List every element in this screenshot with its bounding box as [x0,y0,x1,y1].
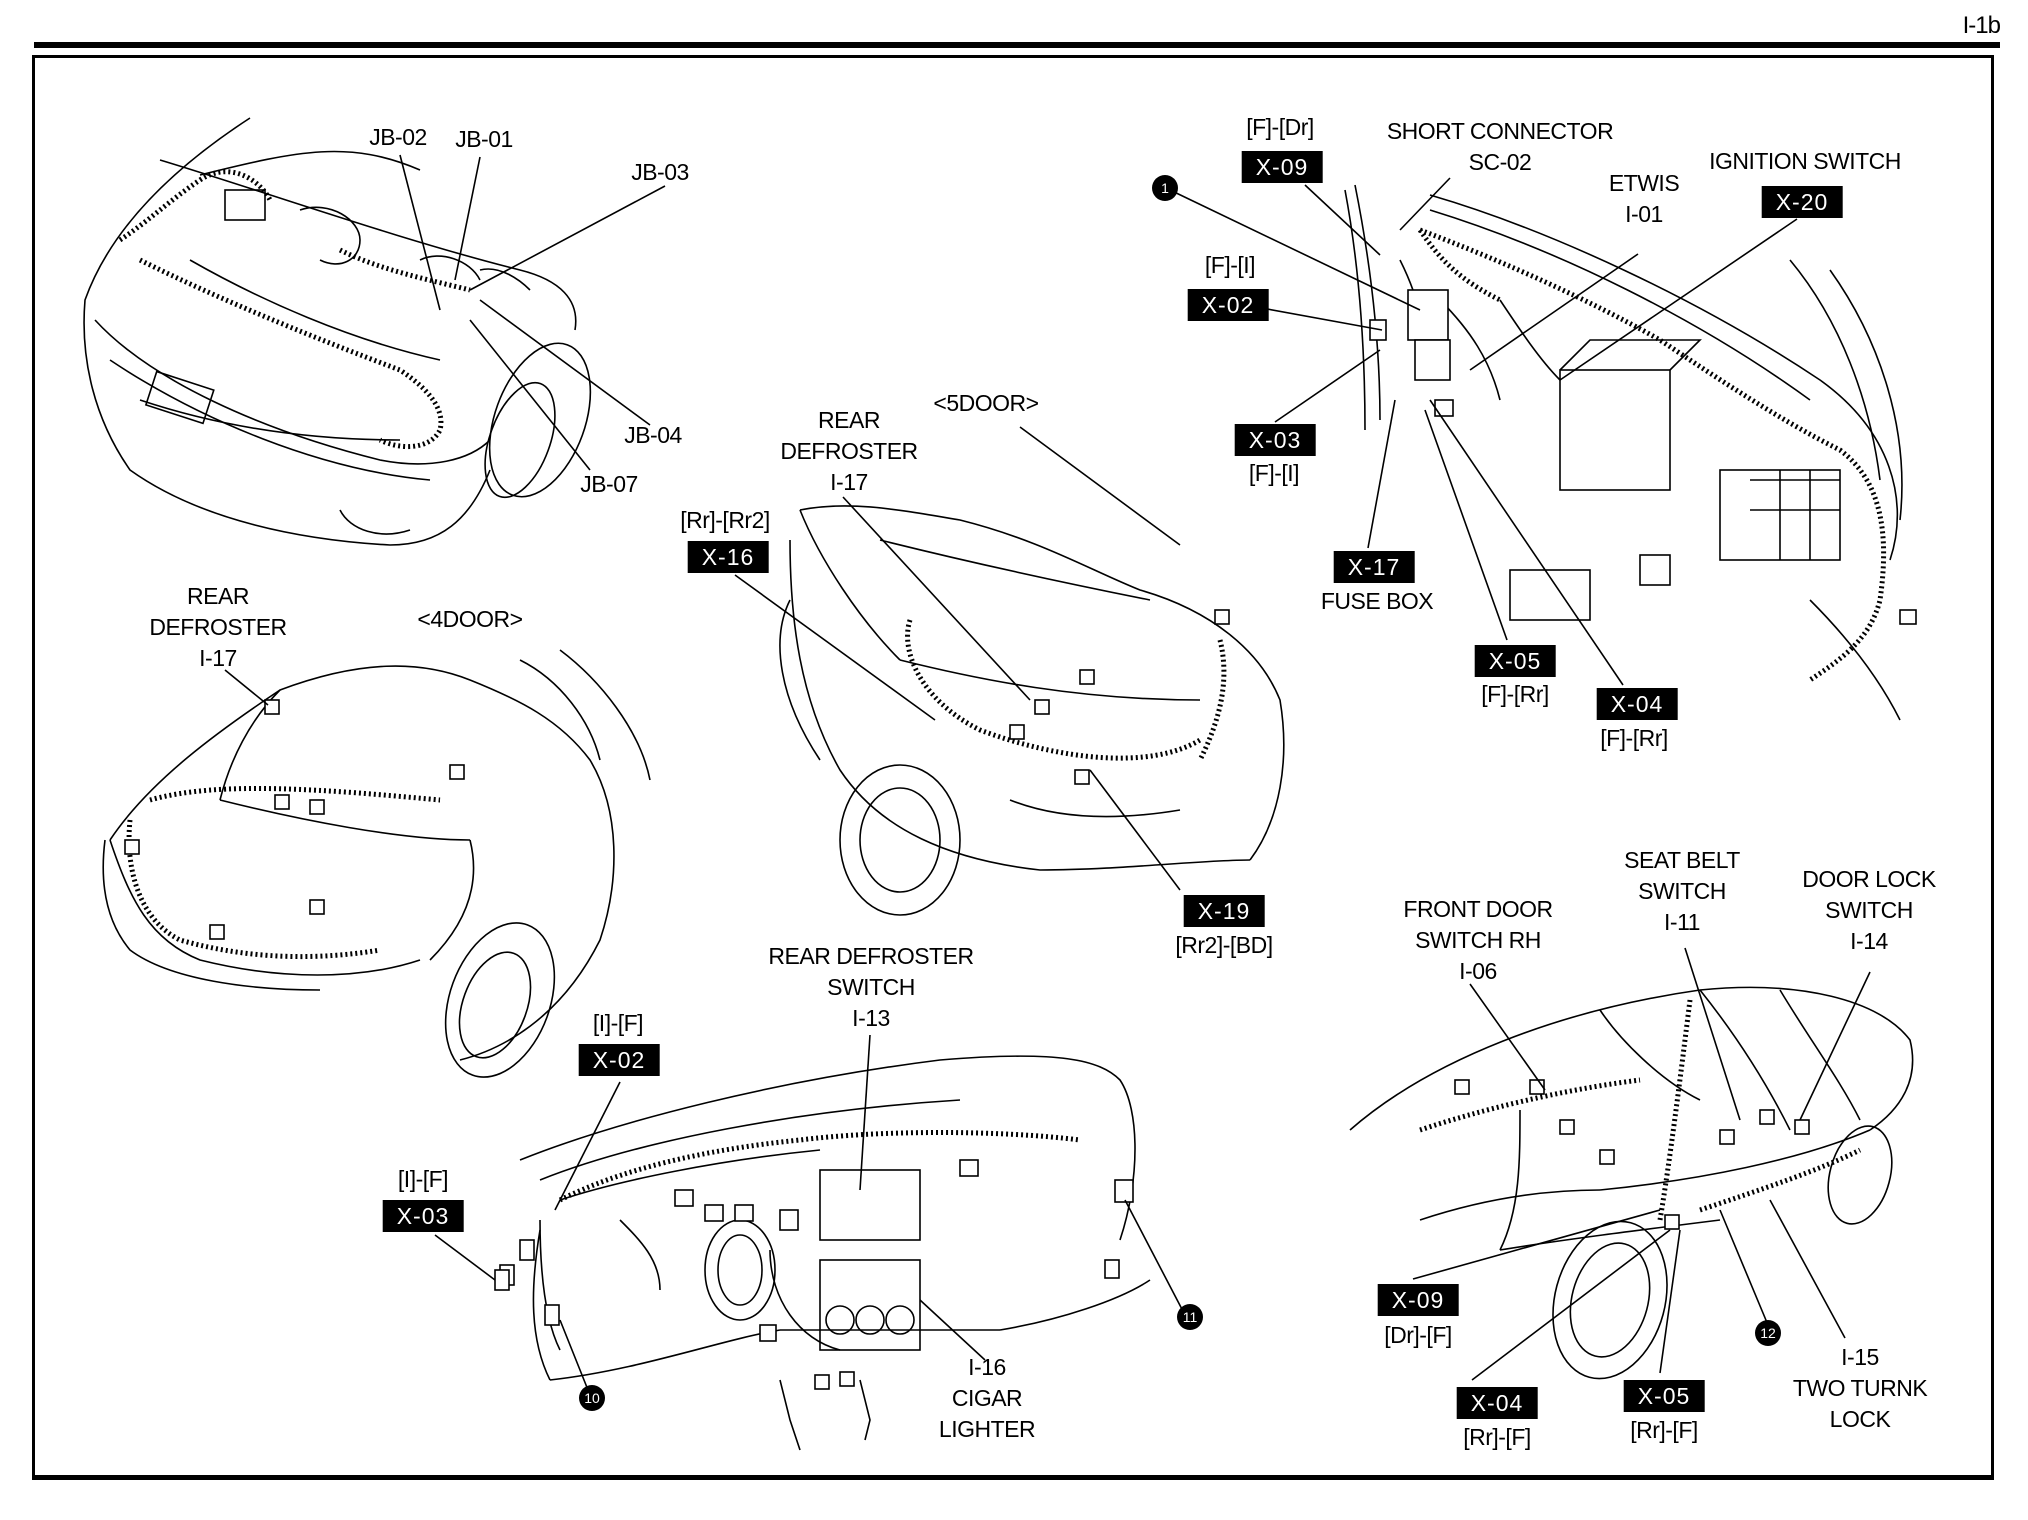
x02-badge-dash: X-02 [578,1044,660,1076]
rear-defroster-switch-label: REAR DEFROSTER SWITCH I-13 [768,941,974,1034]
x04-route-interior: [F]-[Rr] [1600,725,1668,751]
ground-marker-11: 11 [1177,1304,1203,1330]
rear-defroster-code: I-17 [830,469,868,495]
cigar-lighter-code: I-16 [968,1354,1006,1380]
rear-defroster-line1: REAR [818,407,880,433]
short-connector-code: SC-02 [1468,149,1532,175]
rear-defroster-label-5door: REAR DEFROSTER I-17 [780,405,918,498]
x04-route-body: [Rr]-[F] [1463,1424,1531,1450]
rear-defroster-line1: REAR [187,583,249,609]
short-connector-label: SHORT CONNECTOR SC-02 [1386,116,1614,178]
x09-badge-body: X-09 [1377,1284,1459,1316]
seat-belt-switch-line2: SWITCH [1638,878,1726,904]
seat-belt-switch-code: I-11 [1664,909,1700,935]
x20-badge: X-20 [1761,186,1843,218]
two-turn-lock-line2: LOCK [1829,1406,1891,1432]
two-turn-lock-code: I-15 [1841,1344,1879,1370]
four-door-rear-drawing [102,649,651,1078]
x19-route: [Rr2]-[BD] [1175,932,1273,958]
door-lock-switch-label: DOOR LOCK SWITCH I-14 [1802,864,1936,957]
etwis-label: ETWIS I-01 [1608,168,1680,230]
front-door-switch-label: FRONT DOOR SWITCH RH I-06 [1403,894,1553,987]
door-lock-switch-line1: DOOR LOCK [1802,866,1936,892]
cigar-lighter-label: I-16 CIGAR LIGHTER [938,1352,1036,1445]
five-door-view-label: <5DOOR> [933,390,1039,416]
etwis-code: I-01 [1625,201,1663,227]
header-rule [34,42,2000,48]
ground-marker-12: 12 [1755,1320,1781,1346]
seat-belt-switch-line1: SEAT BELT [1624,847,1740,873]
five-door-rear-drawing [779,505,1285,916]
engine-bay-drawing [83,117,592,546]
interior-harness-drawing [1344,184,1917,721]
x03-route-dash: [I]-[F] [397,1166,449,1192]
x09-route-interior: [F]-[Dr] [1246,114,1314,140]
two-turn-lock-line1: TWO TURNK [1792,1375,1928,1401]
x09-route-body: [Dr]-[F] [1384,1322,1452,1348]
ground-marker-10: 10 [579,1385,605,1411]
callout-lines [224,154,1871,1396]
x02-route-dash: [I]-[F] [592,1010,644,1036]
door-lock-switch-line2: SWITCH [1825,897,1913,923]
rear-defroster-code: I-17 [199,645,237,671]
x03-badge-interior: X-03 [1234,424,1316,456]
x02-route-interior: [F]-[I] [1204,252,1256,278]
x05-badge-body: X-05 [1623,1380,1705,1412]
x02-badge-interior: X-02 [1187,289,1269,321]
four-door-view-label: <4DOOR> [417,606,523,632]
rear-defroster-line2: DEFROSTER [149,614,287,640]
x16-route: [Rr]-[Rr2] [680,507,770,533]
fuse-box-label: FUSE BOX [1320,588,1434,614]
ground-marker-1: 1 [1152,175,1178,201]
x05-badge-interior: X-05 [1474,645,1556,677]
x17-badge: X-17 [1333,551,1415,583]
x05-route-body: [Rr]-[F] [1630,1417,1698,1443]
x16-badge: X-16 [687,541,769,573]
x03-badge-dash: X-03 [382,1200,464,1232]
cigar-lighter-line1: CIGAR [951,1385,1023,1411]
cigar-lighter-line2: LIGHTER [938,1416,1036,1442]
x19-badge: X-19 [1183,895,1265,927]
jb-07-label: JB-07 [580,471,638,497]
rear-defroster-switch-line2: SWITCH [827,974,915,1000]
jb-04-label: JB-04 [624,422,682,448]
rear-defroster-switch-line1: REAR DEFROSTER [768,943,974,969]
x09-badge-interior: X-09 [1241,151,1323,183]
dashboard-drawing [494,1055,1151,1451]
diagram-frame [32,55,1994,1480]
rear-defroster-label-4door: REAR DEFROSTER I-17 [149,581,287,674]
front-door-switch-code: I-06 [1459,958,1497,984]
x04-badge-interior: X-04 [1596,688,1678,720]
front-door-switch-line1: FRONT DOOR [1403,896,1553,922]
page-id: I-1b [1962,12,2001,39]
door-lock-switch-code: I-14 [1850,928,1888,954]
rear-defroster-switch-code: I-13 [852,1005,890,1031]
jb-01-label: JB-01 [455,126,513,152]
seat-belt-switch-label: SEAT BELT SWITCH I-11 [1624,845,1740,938]
jb-03-label: JB-03 [631,159,689,185]
two-turn-lock-label: I-15 TWO TURNK LOCK [1792,1342,1928,1435]
x04-badge-body: X-04 [1456,1387,1538,1419]
rear-defroster-line2: DEFROSTER [780,438,918,464]
etwis-name: ETWIS [1608,170,1680,196]
short-connector-name: SHORT CONNECTOR [1386,118,1614,144]
body-side-drawing [1349,986,1914,1380]
front-door-switch-line2: SWITCH RH [1415,927,1541,953]
x05-route-interior: [F]-[Rr] [1481,681,1549,707]
x03-route-interior: [F]-[I] [1248,460,1300,486]
ignition-switch-label: IGNITION SWITCH [1709,148,1901,174]
jb-02-label: JB-02 [369,124,427,150]
